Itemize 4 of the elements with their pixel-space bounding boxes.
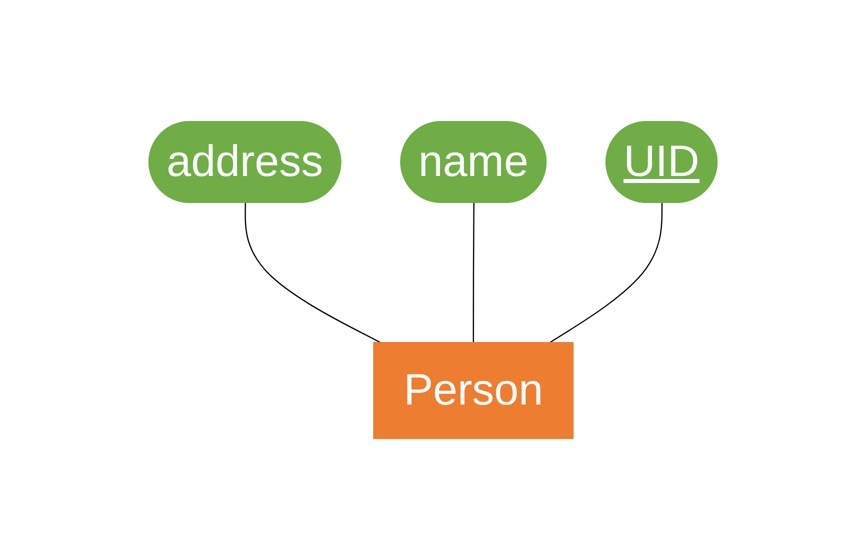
connector — [244, 203, 381, 344]
connector — [550, 203, 663, 343]
node-box: Person — [373, 342, 574, 439]
connector — [472, 203, 474, 342]
